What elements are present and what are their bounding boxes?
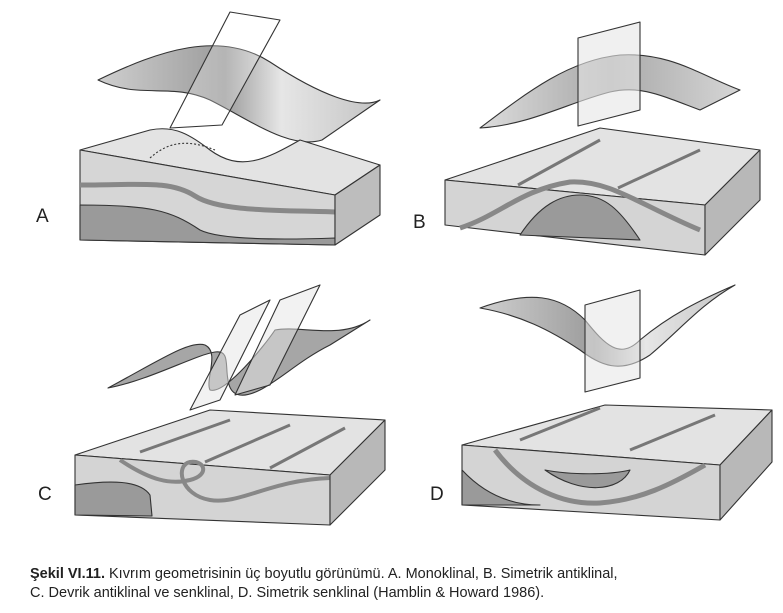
panel-c-overturned-folds — [74, 284, 386, 526]
caption-line-2: C. Devrik antiklinal ve senklinal, D. Si… — [30, 585, 545, 601]
panel-a-lower-layer — [79, 204, 336, 246]
panel-c-overturned-core — [74, 481, 153, 517]
panel-b-anticline-bed — [459, 179, 701, 233]
caption-label: Şekil VI.11. — [30, 566, 105, 582]
panel-d-block-side — [719, 409, 773, 521]
panel-c-axial-plane-1 — [189, 299, 271, 411]
panel-c-block-side — [329, 419, 386, 526]
panel-c-overturned-bed — [118, 458, 331, 503]
panel-d-axial-plane — [584, 289, 641, 393]
panel-c-axial-plane-2 — [234, 284, 321, 396]
panel-b-block-side — [704, 149, 761, 256]
panel-c-letter: C — [38, 484, 52, 505]
panel-d-syncline-bed — [493, 448, 707, 506]
panel-d-lower-layer — [461, 469, 541, 506]
panel-d-ridge-left — [519, 406, 601, 442]
caption-text-1: Kıvrım geometrisinin üç boyutlu görünümü… — [104, 566, 618, 582]
panel-a-block-side — [334, 164, 381, 246]
panel-a-letter: A — [36, 206, 49, 227]
panel-a-monocline — [79, 11, 381, 246]
panel-a-axial-plane — [169, 11, 281, 129]
panel-d-syncline-core — [544, 469, 631, 489]
panel-b-anticline-core — [519, 194, 641, 241]
panel-c-ridge-1 — [139, 418, 231, 454]
caption-line-1: Şekil VI.11. Kıvrım geometrisinin üç boy… — [30, 565, 770, 584]
panel-b-ridge-left — [517, 138, 601, 187]
panel-a-block-top — [79, 128, 381, 196]
fold-geometry-figure: A B C — [36, 11, 773, 526]
panel-d-symmetric-syncline — [461, 284, 773, 521]
panel-b-axial-plane — [577, 21, 641, 127]
panel-d-letter: D — [430, 484, 444, 505]
panel-b-ridge-right — [617, 148, 701, 190]
panel-c-ridge-3 — [269, 426, 346, 470]
panel-b-letter: B — [413, 212, 426, 233]
panel-c-ridge-2 — [204, 423, 291, 464]
panel-d-ridge-right — [629, 413, 716, 452]
panel-b-symmetric-anticline — [444, 21, 761, 256]
panel-a-folded-bed — [79, 181, 336, 215]
figure-caption: Şekil VI.11. Kıvrım geometrisinin üç boy… — [30, 565, 770, 603]
